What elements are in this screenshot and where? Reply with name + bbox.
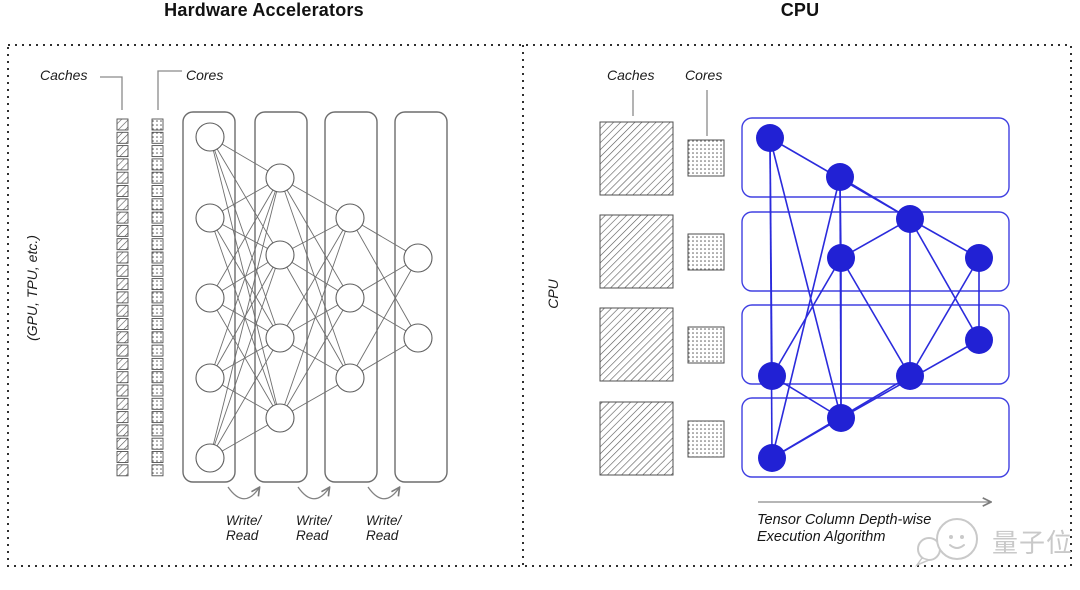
tensor-caption-line1: Tensor Column Depth-wise [757, 512, 932, 528]
right-cpu-diagram [599, 90, 1010, 502]
cpu-side-label: CPU [545, 279, 561, 309]
write-read-line2: Read [366, 528, 399, 543]
gpu-tpu-side-label: (GPU, TPU, etc.) [24, 235, 40, 341]
cores-label-left: Cores [186, 67, 224, 83]
tensor-caption-line2: Execution Algorithm [757, 529, 886, 545]
left-cache-core-columns [116, 118, 164, 477]
write-read-label: Write/ Read [296, 513, 331, 543]
write-read-label: Write/ Read [226, 513, 261, 543]
right-network-edges [769, 137, 980, 459]
right-panel-title: CPU [780, 0, 820, 20]
left-network-edges [209, 136, 419, 459]
tensor-caption: Tensor Column Depth-wise Execution Algor… [757, 512, 931, 546]
write-read-line1: Write/ [226, 513, 262, 528]
caches-label-left: Caches [40, 67, 88, 83]
write-read-label: Write/ Read [366, 513, 401, 543]
cores-label-right: Cores [685, 67, 723, 83]
right-network-nodes [756, 124, 993, 472]
caches-label-right: Caches [607, 67, 655, 83]
left-accelerator-diagram [100, 70, 448, 500]
left-panel-title: Hardware Accelerators [164, 0, 364, 20]
write-read-line1: Write/ [366, 513, 402, 528]
left-network-nodes [195, 122, 433, 473]
write-read-line2: Read [296, 528, 329, 543]
write-read-line2: Read [226, 528, 259, 543]
write-read-line1: Write/ [296, 513, 332, 528]
